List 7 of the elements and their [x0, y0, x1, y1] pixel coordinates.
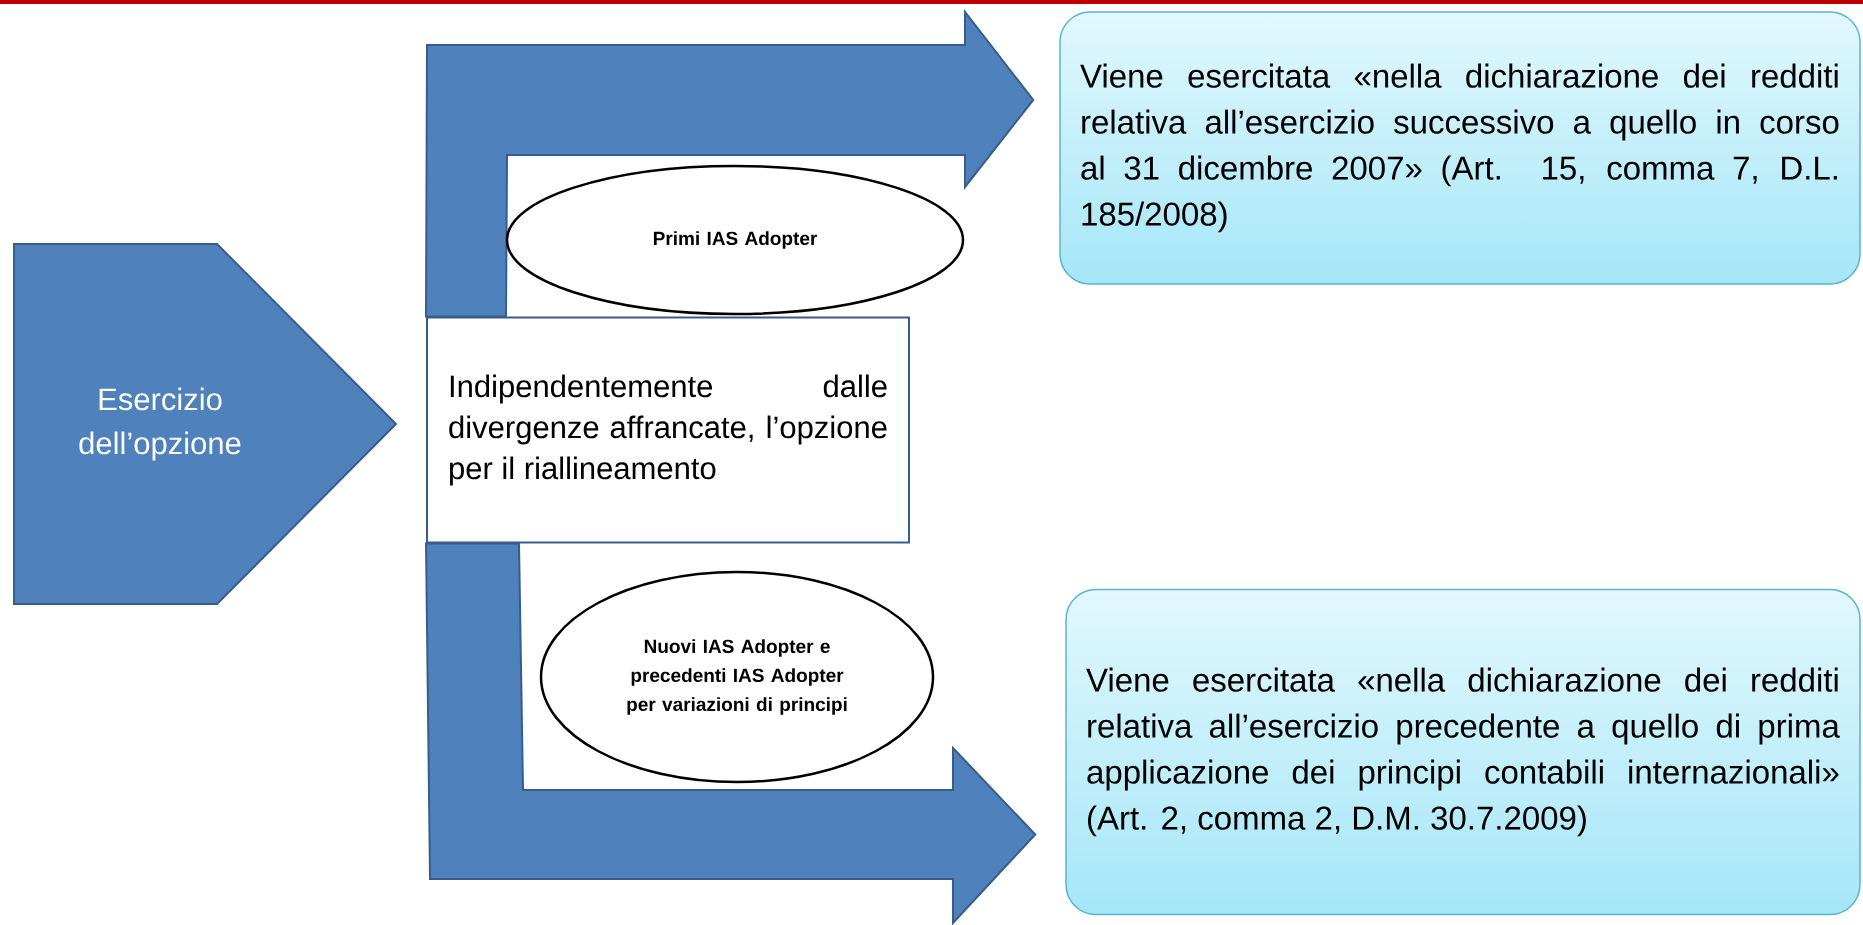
text-box: Indipendentemente dalle divergenze affrancate, l’opzione per il riallineamento — [426, 316, 910, 544]
oval: Nuovi IAS Adopter e precedenti IAS Adopter per variazioni di principi — [539, 570, 935, 784]
rounded-text-box: Viene esercitata «nella dichiarazione dei redditi relativa all’esercizio successivo a quello in corso al 31 dicembre 2007» (Art. 15, comma 7, D.L. 185/2008) — [1059, 11, 1861, 285]
rounded-text-box: Viene esercitata «nella dichiarazione dei redditi relativa all’esercizio precedente a quello di prima applicazione dei principi contabili internazionali» (Art. 2, comma 2, D.M. 30.7.2009) — [1065, 588, 1861, 916]
oval: Primi IAS Adopter — [505, 164, 965, 316]
bent-block-arrow — [425, 542, 1037, 925]
bent-block-arrow — [425, 9, 1035, 318]
